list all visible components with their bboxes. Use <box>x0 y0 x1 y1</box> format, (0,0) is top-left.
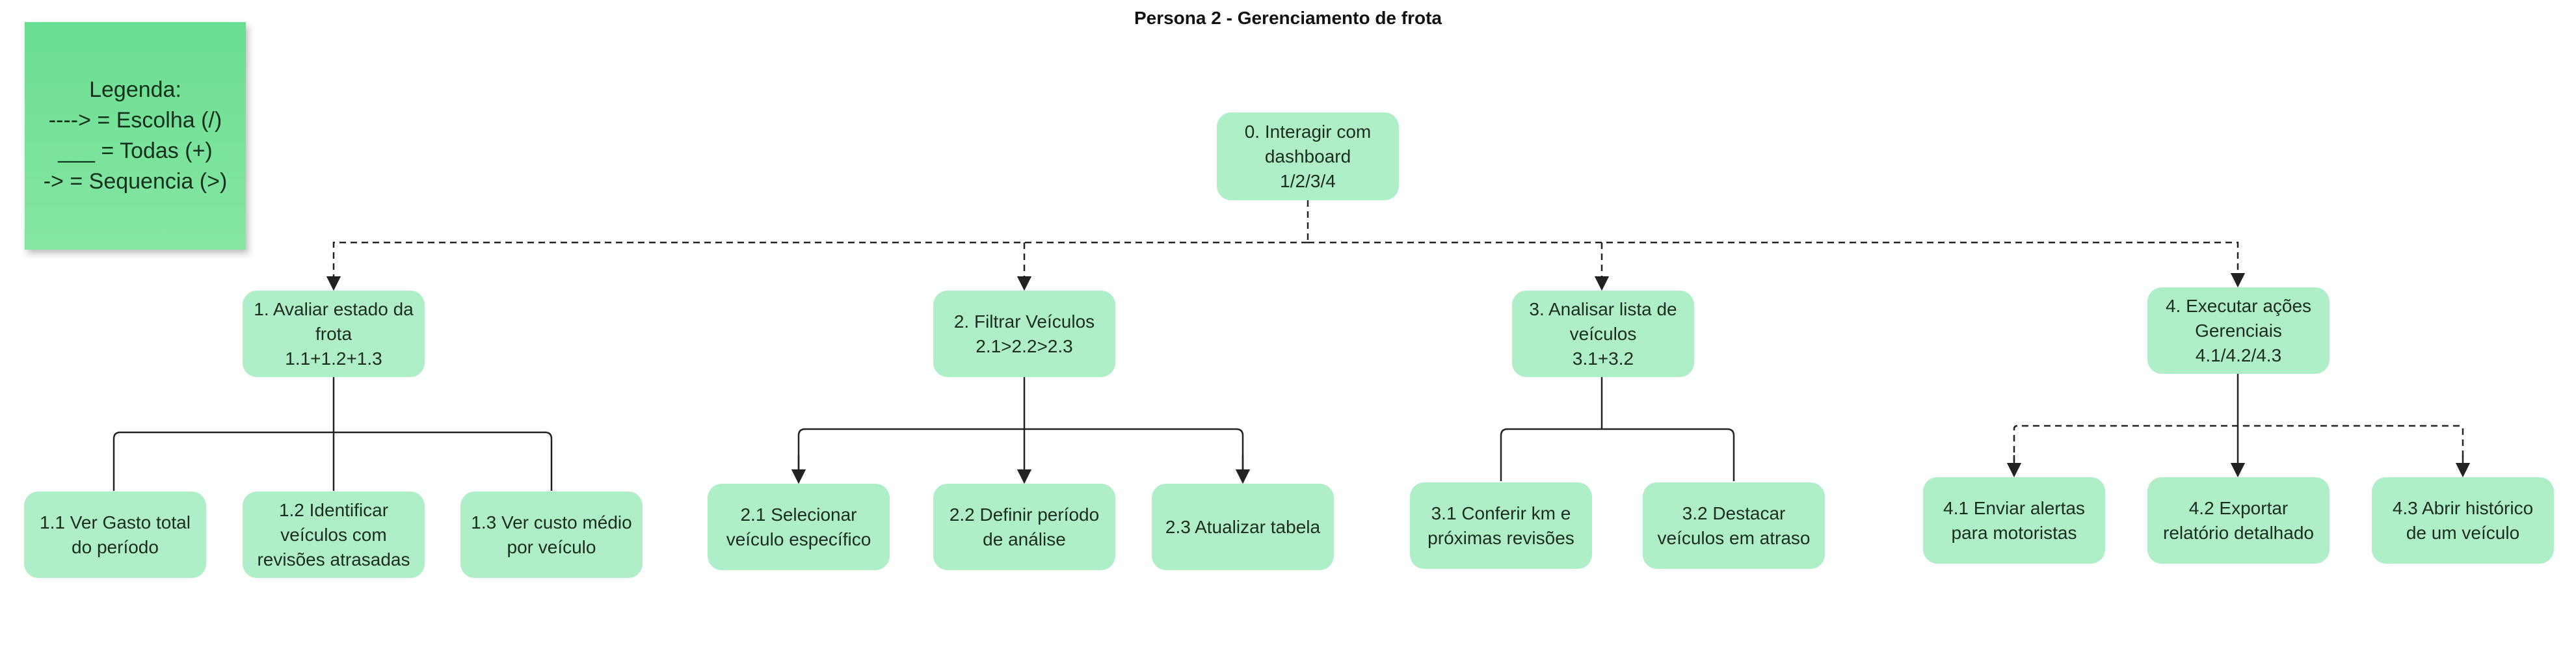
legend-line-sequence: -> = Sequencia (>) <box>43 169 228 194</box>
legend-line-all: ___ = Todas (+) <box>58 138 213 163</box>
edges-n2-sequence <box>791 377 1251 484</box>
node-2-3-atualizar-tabela: 2.3 Atualizar tabela <box>1152 484 1334 570</box>
edges-n4-choice <box>2006 374 2471 478</box>
edges-n1-all <box>113 377 553 491</box>
legend-note: Legenda: ----> = Escolha (/) ___ = Todas… <box>25 22 246 250</box>
edges-root-choice <box>326 200 2246 291</box>
edge-n0-n4 <box>1308 241 2246 288</box>
legend-line-choice: ----> = Escolha (/) <box>48 108 222 133</box>
edges-n3-all <box>1500 377 1735 481</box>
edge-n0-n1 <box>326 241 1308 291</box>
legend-heading: Legenda: <box>89 77 181 102</box>
diagram-title: Persona 2 - Gerenciamento de frota <box>1134 8 1442 28</box>
